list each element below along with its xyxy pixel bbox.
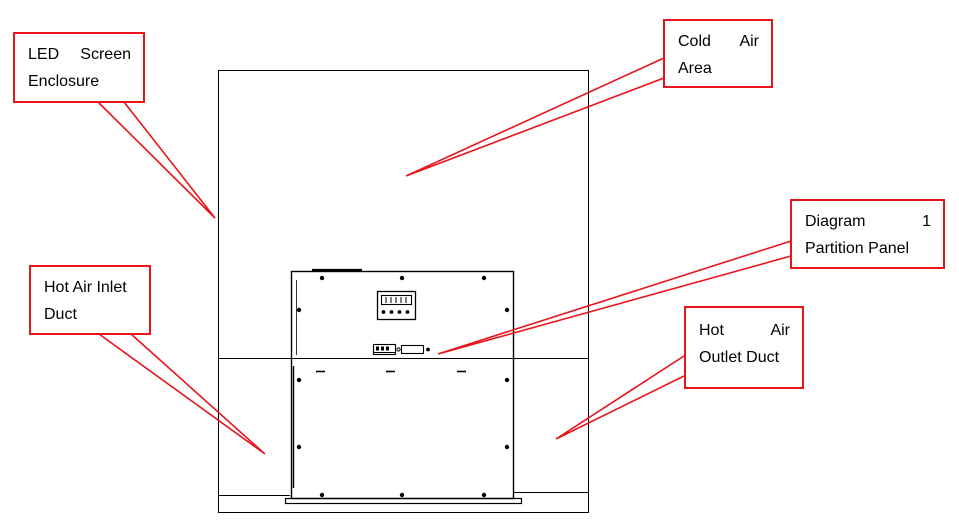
callout-line: Outlet Duct: [699, 344, 790, 371]
callout-line: Area: [678, 55, 759, 82]
unit-control-panel: [376, 290, 417, 321]
unit-base-plate: [284, 497, 523, 505]
leader-hot-outlet: [555, 355, 685, 440]
callout-hot-air-inlet-duct: Hot Air Inlet Duct: [29, 265, 151, 335]
callout-word: 1: [922, 213, 931, 230]
unit-connectors: [372, 343, 430, 356]
air-conditioner-unit: [284, 268, 523, 505]
callout-word: Partition Panel: [805, 240, 910, 257]
callout-word: Diagram: [805, 213, 866, 230]
leader-led-enclosure: [97, 101, 216, 219]
callout-cold-air-area: Cold Air Area: [663, 19, 773, 88]
callout-word: Outlet Duct: [699, 349, 780, 366]
callout-line: Hot Air Inlet: [44, 274, 137, 301]
callout-word: Enclosure: [28, 73, 100, 90]
callout-line: Duct: [44, 301, 137, 328]
leader-hot-inlet: [98, 333, 266, 455]
callout-word: Air: [770, 322, 790, 339]
leader-partition: [437, 240, 792, 355]
callout-line: Cold Air: [678, 28, 759, 55]
callout-line: Enclosure: [28, 68, 131, 95]
callout-hot-air-outlet-duct: Hot Air Outlet Duct: [684, 306, 804, 389]
callout-word: Hot Air Inlet: [44, 279, 127, 296]
callout-word: Screen: [80, 46, 131, 63]
callout-line: Diagram 1: [805, 208, 931, 235]
unit-screws: [296, 275, 510, 498]
leader-lines: [97, 57, 792, 455]
leader-cold-air: [405, 57, 665, 177]
led-screen-enclosure: [218, 70, 589, 513]
callout-word: Hot: [699, 322, 724, 339]
callout-word: Air: [739, 33, 759, 50]
callout-partition-panel: Diagram 1 Partition Panel: [790, 199, 945, 269]
callout-word: Cold: [678, 33, 711, 50]
callout-word: Duct: [44, 306, 77, 323]
callout-led-screen-enclosure: LED Screen Enclosure: [13, 32, 145, 103]
unit-body: [290, 270, 515, 500]
callout-line: Partition Panel: [805, 235, 931, 262]
callout-word: LED: [28, 46, 60, 63]
callout-word: Area: [678, 60, 712, 77]
callout-line: LED Screen: [28, 41, 131, 68]
callout-line: Hot Air: [699, 317, 790, 344]
